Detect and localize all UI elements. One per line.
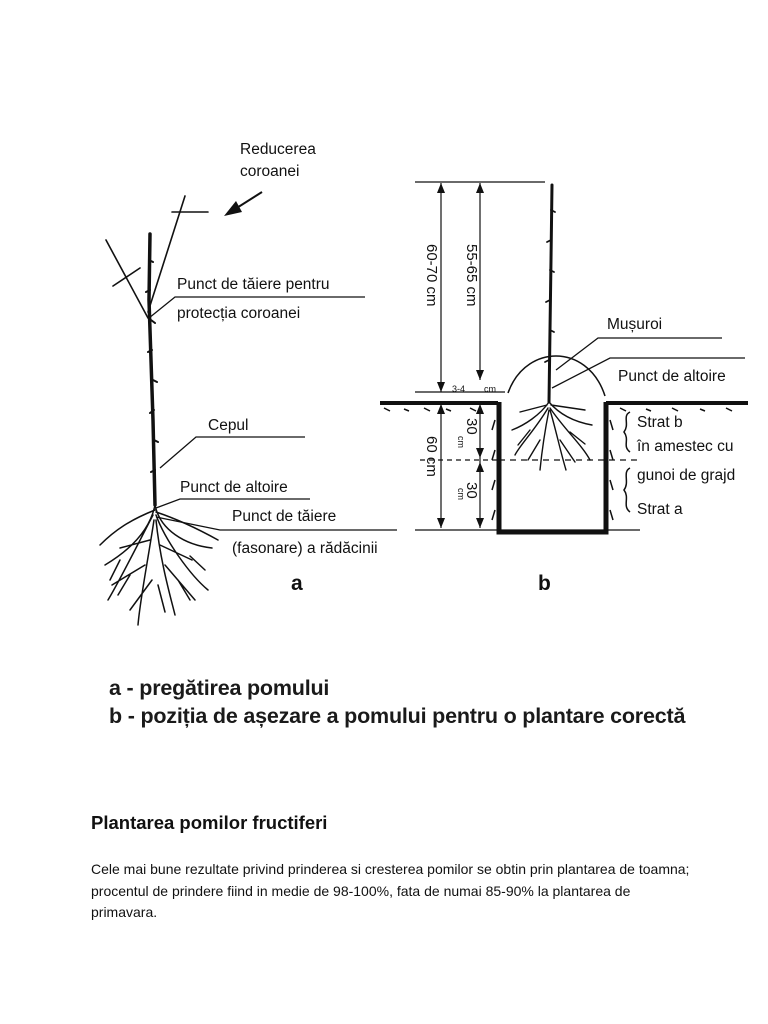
ground-surface	[380, 401, 748, 412]
tree-a-drawing	[99, 195, 219, 626]
caption-b: b - poziția de așezare a pomului pentru …	[109, 704, 686, 728]
crown-reduction-label-2: coroanei	[240, 163, 299, 180]
dim-60-70-label: 60-70 cm	[423, 244, 440, 307]
stub-label: Cepul	[208, 417, 249, 434]
planting-diagram: Reducerea coroanei Punct de tăiere pentr…	[99, 141, 748, 626]
crown-reduction-arrow	[224, 191, 263, 216]
section-paragraph: Cele mai bune rezultate privind prindere…	[91, 861, 690, 920]
layer-b-label-2: în amestec cu	[636, 438, 734, 455]
planting-pit	[491, 402, 614, 535]
section-title: Plantarea pomilor fructiferi	[91, 812, 328, 833]
figure-a-letter: a	[291, 572, 303, 595]
root-cut-label: Punct de tăiere	[232, 508, 336, 525]
dim-55-65-label: 55-65 cm	[463, 244, 480, 307]
figure-b-letter: b	[538, 572, 551, 595]
tree-b-drawing	[511, 183, 593, 471]
dim-30-bottom-unit: cm	[456, 488, 466, 500]
dimension-lines	[415, 181, 640, 531]
layer-b-label-3: gunoi de grajd	[637, 467, 735, 484]
leader-lines-b	[551, 337, 745, 389]
graft-point-label-b: Punct de altoire	[618, 368, 726, 385]
layer-a-label: Strat a	[637, 501, 683, 518]
leader-lines-a	[148, 296, 397, 531]
dim-3-4-unit: cm	[484, 384, 496, 394]
graft-point-label-a: Punct de altoire	[180, 479, 288, 496]
mound-label: Mușuroi	[607, 316, 662, 333]
crown-reduction-label: Reducerea	[240, 141, 316, 158]
dimension-arrowheads	[437, 183, 484, 528]
layer-braces	[623, 411, 631, 513]
caption-a: a - pregătirea pomului	[109, 676, 330, 700]
crown-cut-point-label: Punct de tăiere pentru	[177, 276, 330, 293]
dim-30-top-label: 30	[463, 418, 480, 435]
dim-60-label: 60 cm	[423, 436, 440, 477]
mound-shape	[507, 355, 606, 397]
dim-30-bottom-label: 30	[463, 482, 480, 499]
dim-3-4-label: 3-4	[452, 384, 465, 394]
dim-30-top-unit: cm	[456, 436, 466, 448]
root-cut-label-2: (fasonare) a rădăcinii	[232, 540, 378, 557]
crown-cut-point-label-2: protecția coroanei	[177, 305, 300, 322]
layer-b-label: Strat b	[637, 414, 683, 431]
